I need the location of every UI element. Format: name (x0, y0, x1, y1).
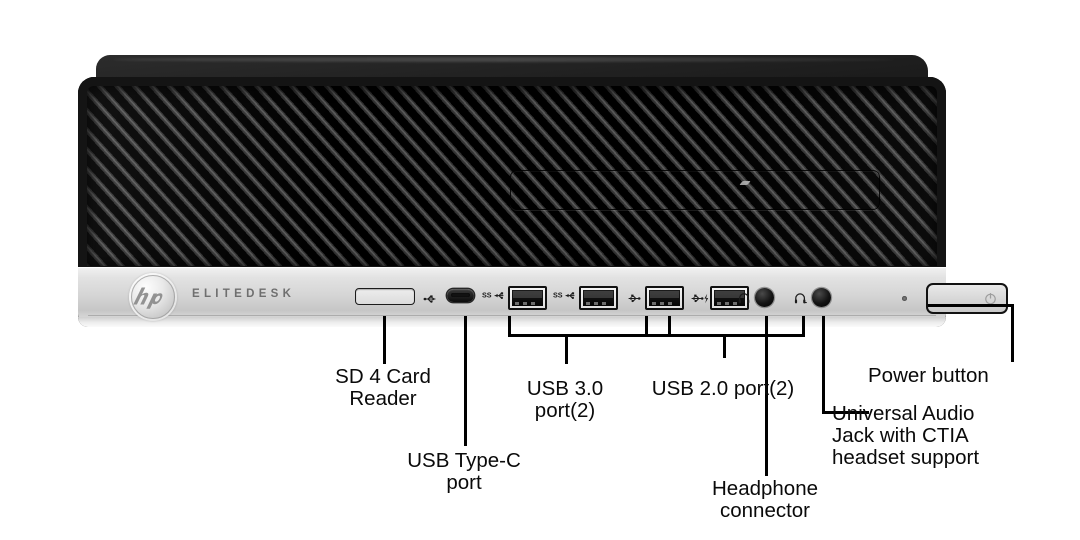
callout-universal-audio: Universal Audio Jack with CTIA headset s… (832, 402, 980, 470)
hp-logo-icon (129, 273, 177, 321)
callout-usb-30: USB 3.0 port(2) (526, 377, 604, 423)
usb-type-c-port[interactable] (447, 289, 474, 302)
leader-universal-audio-elbow (822, 411, 869, 414)
svg-text:SS: SS (553, 290, 563, 299)
usb-port-tongue (650, 291, 679, 298)
headset-icon (794, 291, 808, 309)
leader-usb-type-c (464, 316, 467, 446)
usb-charging-icon (688, 291, 709, 309)
headphone-jack[interactable] (755, 288, 774, 307)
leader-headphone (765, 316, 768, 476)
usb-30-port-2[interactable] (579, 286, 618, 310)
bezel-bottom-lip (78, 317, 946, 327)
usb-superspeed-icon: SS (482, 289, 504, 307)
callout-sd-card-reader: SD 4 Card Reader (335, 365, 431, 411)
callout-power-button: Power button (868, 364, 989, 387)
leader-usb-20-left-tick (645, 316, 648, 336)
leader-power-vertical (1011, 304, 1014, 362)
bezel-seam-line (88, 315, 936, 316)
usb-20-port-1[interactable] (645, 286, 684, 310)
usb-type-c-icon (423, 291, 439, 309)
leader-usb-30-stem (565, 334, 568, 364)
optical-drive-bay[interactable] (510, 170, 880, 210)
leader-sd-card-reader (383, 316, 386, 364)
leader-power-horizontal (928, 304, 1014, 307)
usb-port-pins (717, 302, 741, 305)
headphone-icon (738, 291, 750, 309)
power-button[interactable] (926, 283, 1008, 314)
usb-port-pins (652, 302, 676, 305)
callout-usb-20: USB 2.0 port(2) (651, 377, 795, 400)
usb-port-tongue (584, 291, 613, 298)
leader-usb-30-bracket (508, 334, 671, 337)
power-symbol-icon (985, 293, 996, 305)
usb-port-tongue (513, 291, 542, 298)
sd-card-reader-slot[interactable] (355, 288, 415, 305)
usb-superspeed-icon: SS (553, 289, 575, 307)
leader-usb-20-stem (723, 334, 726, 358)
leader-usb-30-right-tick (668, 316, 671, 336)
usb-30-port-1[interactable] (508, 286, 547, 310)
usb-port-tongue (715, 291, 744, 298)
leader-usb-30-left-tick (508, 316, 511, 336)
leader-usb-20-right-tick (802, 316, 805, 336)
callout-headphone: Headphone connector (711, 477, 818, 523)
usb-20-port-2[interactable] (710, 286, 749, 310)
desktop-chassis: ELITEDESK SS (78, 55, 1008, 327)
leader-universal-audio-vertical (822, 316, 825, 414)
front-vent-grille (86, 85, 938, 275)
svg-text:SS: SS (482, 290, 492, 299)
usb-port-pins (515, 302, 539, 305)
universal-audio-jack[interactable] (812, 288, 831, 307)
led-indicator-icon (902, 296, 907, 301)
model-wordmark: ELITEDESK (192, 288, 296, 300)
usb-icon (624, 291, 641, 309)
usb-port-pins (586, 302, 610, 305)
callout-usb-type-c: USB Type-C port (407, 449, 521, 495)
